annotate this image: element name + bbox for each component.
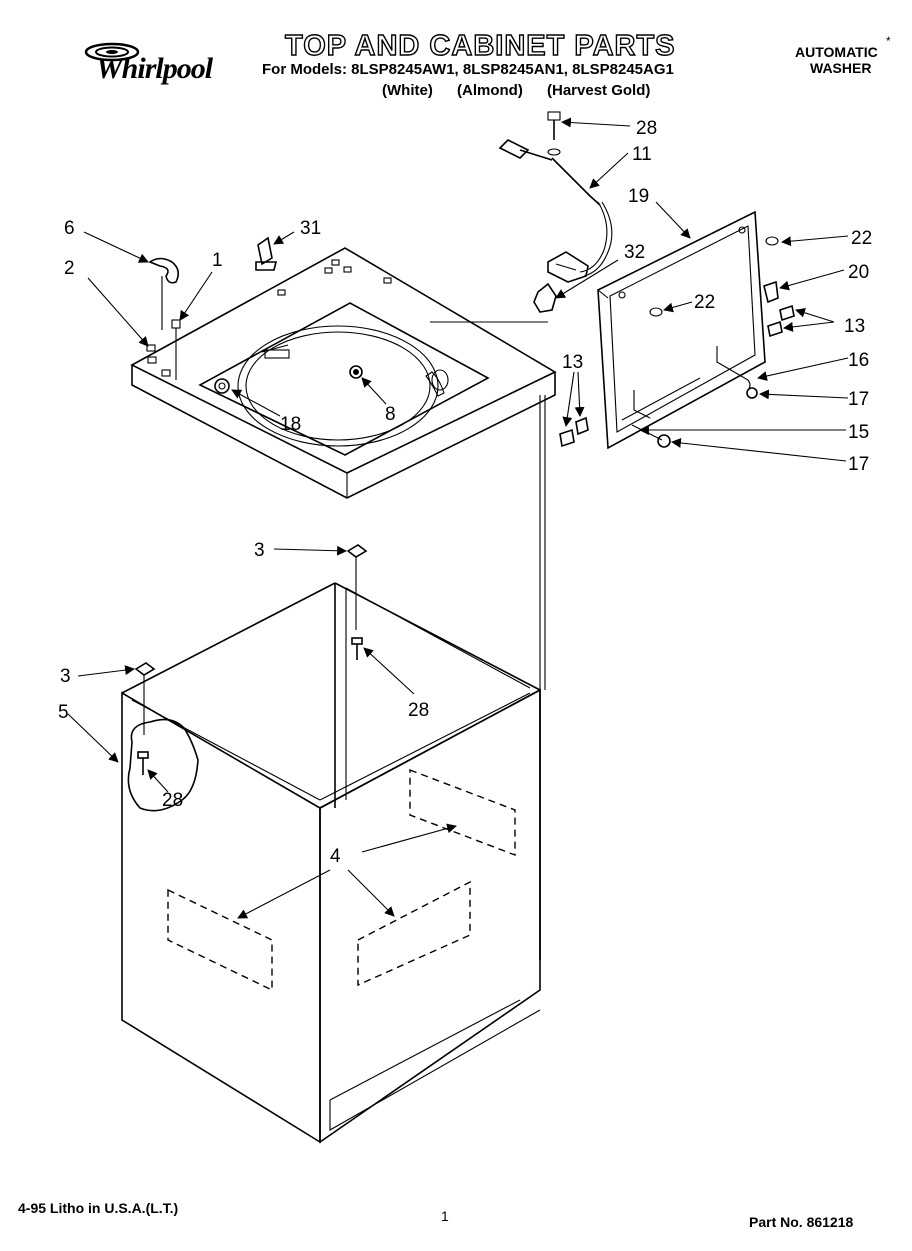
callout-3a: 3 <box>254 540 265 561</box>
part-number: Part No. 861218 <box>749 1214 854 1230</box>
leader-lines <box>67 117 849 919</box>
cap-17a <box>746 387 758 399</box>
callout-16: 16 <box>848 350 869 371</box>
page-number: 1 <box>441 1208 449 1224</box>
callout-2: 2 <box>64 258 75 279</box>
callout-1: 1 <box>212 250 223 271</box>
bumper-1 <box>171 319 181 329</box>
hose-18 <box>214 378 230 394</box>
callout-3b: 3 <box>60 666 71 687</box>
footnote-mark: * <box>886 34 891 48</box>
callout-8: 8 <box>385 404 396 425</box>
callout-15: 15 <box>848 422 869 443</box>
pin-22b <box>649 307 663 317</box>
screw-28-lower <box>137 751 149 775</box>
callout-31: 31 <box>300 218 321 239</box>
actuator-32 <box>533 282 557 313</box>
top-panel <box>130 247 557 499</box>
screw-8 <box>349 365 363 379</box>
callout-13a: 13 <box>844 316 865 337</box>
color-harvest-gold: (Harvest Gold) <box>547 82 651 99</box>
clip-31 <box>255 236 278 271</box>
brand-logo: Whirlpool <box>96 52 213 85</box>
cap-17b <box>657 434 671 448</box>
callout-32: 32 <box>624 242 645 263</box>
cabinet <box>121 395 546 1144</box>
callout-11: 11 <box>632 144 652 165</box>
color-variants: (White) (Almond) (Harvest Gold) <box>382 82 670 99</box>
callout-28c: 28 <box>162 790 183 811</box>
callout-13b: 13 <box>562 352 583 373</box>
callout-28b: 28 <box>408 700 429 721</box>
page-title: TOP AND CABINET PARTS <box>284 29 676 62</box>
callout-20: 20 <box>848 262 869 283</box>
color-white: (White) <box>382 82 433 99</box>
callout-19: 19 <box>628 186 649 207</box>
wire-harness <box>498 139 613 283</box>
callout-numbers: 28 11 19 22 20 22 13 16 17 13 15 17 6 31… <box>58 118 872 867</box>
screw-28-top <box>547 111 561 156</box>
screw-28-middle <box>351 637 363 660</box>
callout-4: 4 <box>330 846 341 867</box>
callout-22b: 22 <box>694 292 715 313</box>
product-type-line2: WASHER <box>810 60 872 76</box>
product-type-line1: AUTOMATIC <box>795 44 878 60</box>
models-line: For Models: 8LSP8245AW1, 8LSP8245AN1, 8L… <box>262 61 674 78</box>
hinge-6 <box>148 257 180 284</box>
brand-logo-emblem <box>84 42 140 62</box>
callout-28a: 28 <box>636 118 657 139</box>
screws-13-right <box>767 304 795 338</box>
callout-6: 6 <box>64 218 75 239</box>
clip-3b <box>134 662 156 676</box>
callout-18: 18 <box>280 414 301 435</box>
callout-17b: 17 <box>848 454 869 475</box>
color-almond: (Almond) <box>457 82 523 99</box>
litho-note: 4-95 Litho in U.S.A.(L.T.) <box>18 1200 179 1216</box>
callout-22a: 22 <box>851 228 872 249</box>
callout-5: 5 <box>58 702 69 723</box>
callout-17a: 17 <box>848 389 869 410</box>
hinge-20 <box>763 280 779 304</box>
clip-3a <box>346 544 368 558</box>
screws-13-left <box>559 416 589 448</box>
pin-22a <box>765 236 779 246</box>
